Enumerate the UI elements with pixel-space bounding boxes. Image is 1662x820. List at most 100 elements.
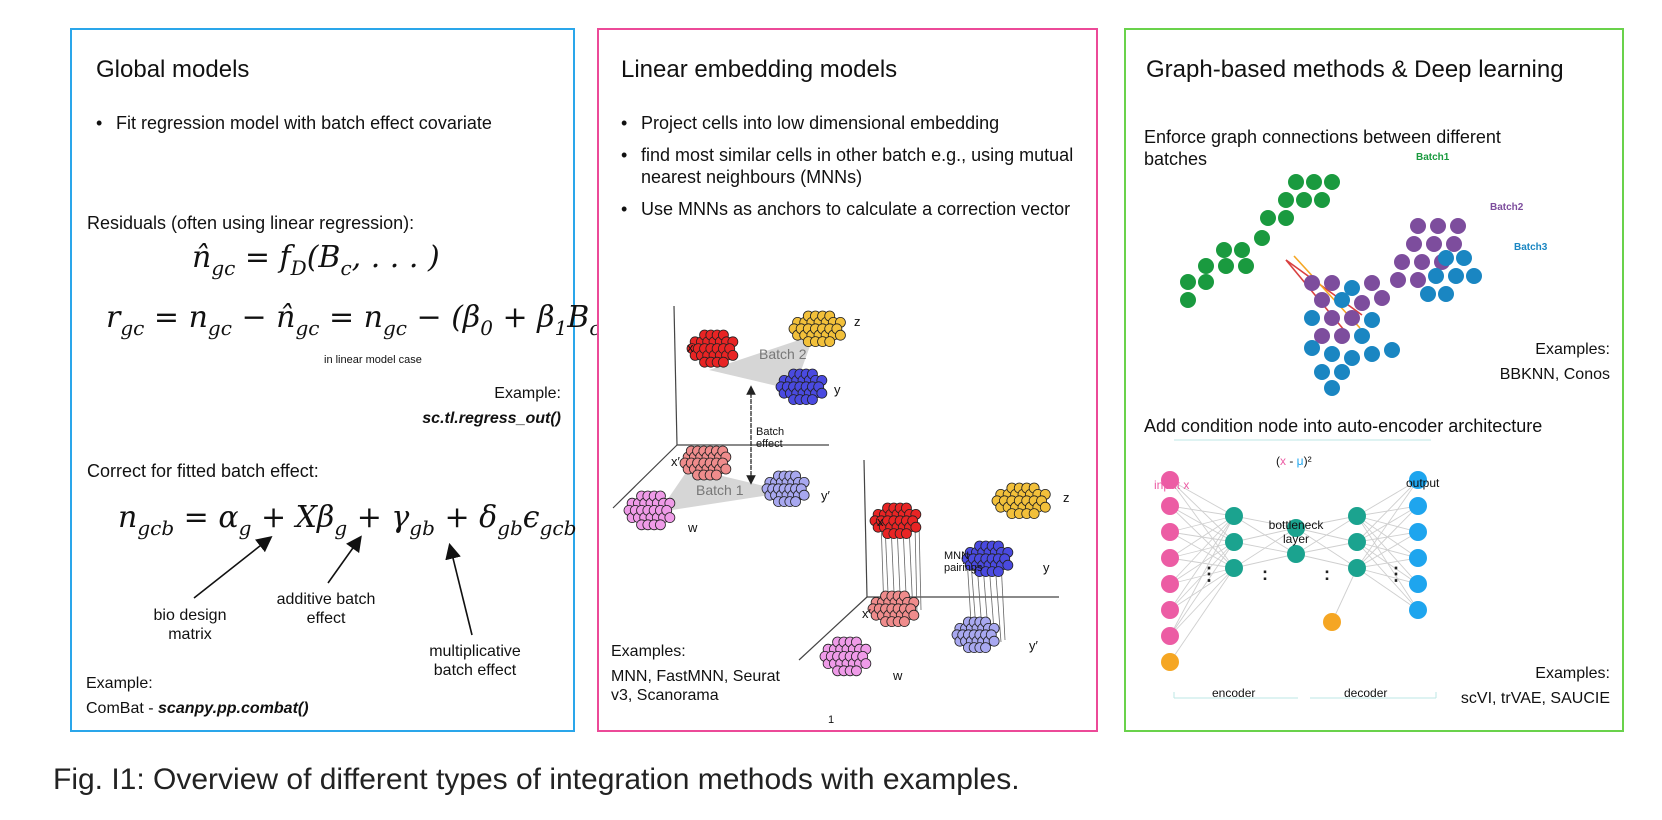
- mixed-node: [1314, 292, 1330, 308]
- cluster-yprime-lower: [988, 635, 1000, 647]
- mixed-node: [1324, 275, 1340, 291]
- cluster-y: [807, 394, 818, 406]
- bullet-item: find most similar cells in other batch e…: [615, 144, 1081, 188]
- batch2-node: [1430, 218, 1446, 234]
- examples-label: Examples:: [1535, 665, 1610, 682]
- batch3-node: [1456, 250, 1472, 266]
- output-node: [1409, 575, 1427, 593]
- axis-label-xprime: x′: [862, 606, 871, 621]
- residuals-label: Residuals (often using linear regression…: [87, 213, 415, 233]
- cluster-z: [824, 336, 836, 348]
- svg-text:⋮: ⋮: [1387, 564, 1405, 584]
- equation-prediction: n̂gc = fD(Bc, . . . ): [192, 240, 440, 280]
- batch3-node: [1420, 286, 1436, 302]
- output-node: [1409, 471, 1427, 489]
- batch1-node: [1216, 242, 1232, 258]
- batch1-node: [1238, 258, 1254, 274]
- equation-combat: ngcb = αg + Xβg + γgb + δgbϵgcb: [118, 500, 577, 540]
- decoder-node: [1348, 533, 1366, 551]
- equation-residual: rgc = ngc − n̂gc = ngc − (β0 + β1Bc): [106, 300, 612, 340]
- cluster-z-lower: [1028, 508, 1040, 520]
- axis-label-xprime: x′: [671, 454, 680, 469]
- axis-label-x: x: [687, 340, 694, 355]
- examples-label: Examples:: [611, 643, 686, 660]
- mixed-node: [1334, 328, 1350, 344]
- output-node: [1409, 523, 1427, 541]
- batch2-node: [1406, 236, 1422, 252]
- mixed-node: [1364, 346, 1380, 362]
- batch2-node: [1410, 218, 1426, 234]
- examples-text: BBKNN, Conos: [1499, 366, 1610, 383]
- axis-label-yprime: y′: [1029, 638, 1038, 653]
- autoencoder-description: Add condition node into auto-encoder arc…: [1144, 416, 1543, 436]
- bullet-item: Use MNNs as anchors to calculate a corre…: [615, 198, 1081, 220]
- input-node: [1161, 523, 1179, 541]
- batch2-node: [1390, 272, 1406, 288]
- mixed-node: [1334, 364, 1350, 380]
- batch1-node: [1260, 210, 1276, 226]
- annotation-additive: additive batch effect: [276, 591, 376, 627]
- decoder-label: decoder: [1344, 686, 1388, 700]
- encoder-node: [1225, 559, 1243, 577]
- encoder-node: [1225, 533, 1243, 551]
- batch2-node: [1450, 218, 1466, 234]
- cluster-w: [655, 519, 666, 531]
- output-node: [1409, 601, 1427, 619]
- example-combat: ComBat - scanpy.pp.combat(): [86, 699, 309, 718]
- output-node: [1409, 549, 1427, 567]
- output-node: [1409, 497, 1427, 515]
- condition-node: [1323, 613, 1341, 631]
- batch-effect-label: Batch effect: [756, 426, 785, 450]
- annotation-multiplicative: multiplicative batch effect: [429, 643, 521, 679]
- svg-text::: :: [1262, 564, 1268, 584]
- axis-label-z: z: [1063, 490, 1070, 505]
- input-node: [1161, 471, 1179, 489]
- annotation-bio-design: bio design matrix: [153, 607, 227, 643]
- batch3-node: [1438, 286, 1454, 302]
- batch2-node: [1410, 272, 1426, 288]
- input-node: [1161, 601, 1179, 619]
- axis-label-w: w: [893, 668, 903, 683]
- mixed-node: [1384, 342, 1400, 358]
- axis-label-y: y: [1043, 560, 1050, 575]
- example-text: ComBat -: [86, 700, 159, 717]
- encoder-label: encoder: [1212, 686, 1256, 700]
- mixed-node: [1354, 328, 1370, 344]
- mixed-node: [1354, 295, 1370, 311]
- batch1-node: [1278, 192, 1294, 208]
- mixed-node: [1324, 346, 1340, 362]
- mixed-node: [1314, 364, 1330, 380]
- batch1-node: [1288, 174, 1304, 190]
- mnn-illustration: [612, 305, 1059, 677]
- example-label: Example:: [494, 385, 561, 402]
- cluster-x-lower: [910, 521, 922, 533]
- input-node: [1161, 575, 1179, 593]
- mixed-node: [1304, 310, 1320, 326]
- batch1-node: [1218, 258, 1234, 274]
- mixed-node: [1304, 340, 1320, 356]
- axis-label-yprime: y′: [821, 488, 830, 503]
- mixed-node: [1314, 328, 1330, 344]
- examples-label: Examples:: [1535, 341, 1610, 358]
- batch1-node: [1198, 258, 1214, 274]
- svg-text::: :: [1324, 564, 1330, 584]
- batch1-node: [1278, 210, 1294, 226]
- batch3-node: [1428, 268, 1444, 284]
- axis-label-x: x: [877, 514, 884, 529]
- bottleneck-node: [1287, 545, 1305, 563]
- output-label: output: [1406, 476, 1440, 490]
- batch1-node: [1314, 192, 1330, 208]
- example-code: sc.tl.regress_out(): [422, 410, 561, 427]
- cluster-y-lower: [993, 566, 1004, 577]
- mixed-node: [1344, 310, 1360, 326]
- graph-and-autoencoder: ⋮: :⋮: [1161, 174, 1482, 699]
- examples-text: MNN, FastMNN, Seurat v3, Scanorama: [611, 668, 780, 704]
- mixed-node: [1374, 290, 1390, 306]
- mixed-node: [1304, 275, 1320, 291]
- batch3-node: [1466, 268, 1482, 284]
- input-label: input x: [1154, 478, 1190, 492]
- mixed-node: [1344, 350, 1360, 366]
- panel-title: Global models: [96, 56, 250, 83]
- figure-caption: Fig. I1: Overview of different types of …: [53, 763, 1020, 796]
- cluster-xprime-lower: [899, 616, 910, 627]
